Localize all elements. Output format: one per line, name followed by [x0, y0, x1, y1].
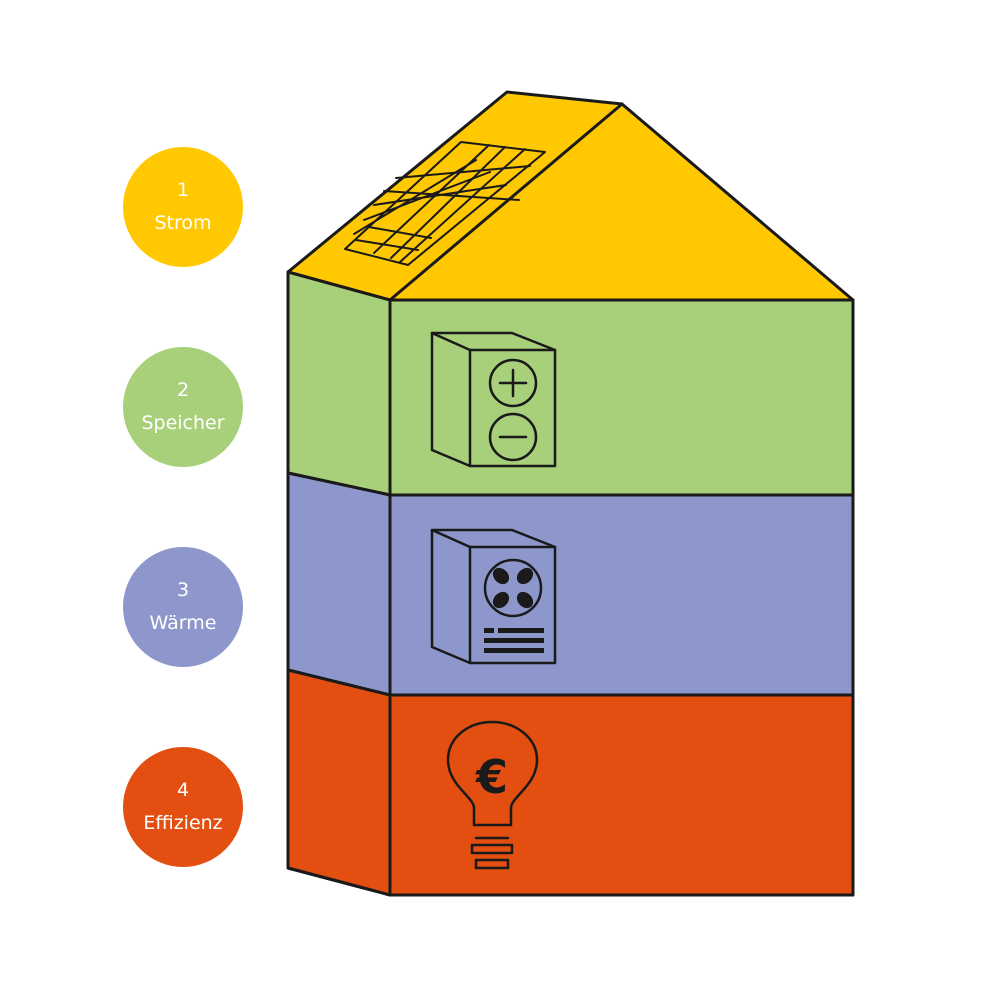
- floor-speicher: [286, 270, 855, 497]
- floor-waerme: [286, 471, 855, 697]
- step-label: Speicher: [141, 412, 225, 434]
- heat-pump-icon: [430, 528, 557, 665]
- step-number: 3: [176, 579, 190, 601]
- roof-strom: [286, 90, 855, 302]
- step-label: Strom: [154, 212, 212, 234]
- euro-symbol: €: [475, 750, 508, 804]
- battery-icon: [430, 331, 557, 468]
- step-number: 1: [176, 179, 190, 201]
- step-label: Effizienz: [143, 812, 223, 834]
- euro-bulb-icon: €: [446, 720, 539, 870]
- step-badge-strom: 1 Strom: [123, 147, 243, 267]
- step-badge-speicher: 2 Speicher: [123, 347, 243, 467]
- step-number: 2: [176, 379, 190, 401]
- step-badge-waerme: 3 Wärme: [123, 547, 243, 667]
- floor-effizienz: [286, 668, 855, 897]
- step-badge-effizienz: 4 Effizienz: [123, 747, 243, 867]
- step-number: 4: [176, 779, 190, 801]
- step-label: Wärme: [149, 612, 217, 634]
- solar-panel-icon: [344, 141, 546, 266]
